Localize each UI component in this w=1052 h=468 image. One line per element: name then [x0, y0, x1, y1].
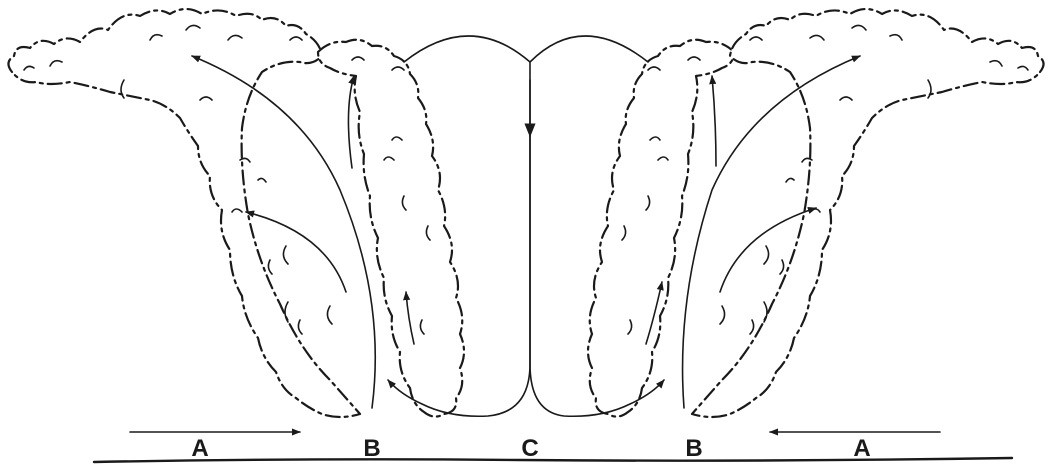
label-a-right: A [853, 435, 870, 462]
right-inner-updraft-arrow [712, 76, 716, 166]
label-c-center: C [521, 435, 538, 462]
left-inner-cloud [318, 40, 464, 417]
label-b-right: B [685, 435, 702, 462]
label-b-left: B [363, 435, 380, 462]
right-inner-cloud [588, 40, 734, 417]
ground-line [94, 458, 1012, 462]
label-a-left: A [191, 435, 208, 462]
right-outer-cloud [692, 9, 1044, 417]
left-outer-cloud [8, 9, 360, 417]
left-inner-updraft-arrow [348, 76, 354, 168]
